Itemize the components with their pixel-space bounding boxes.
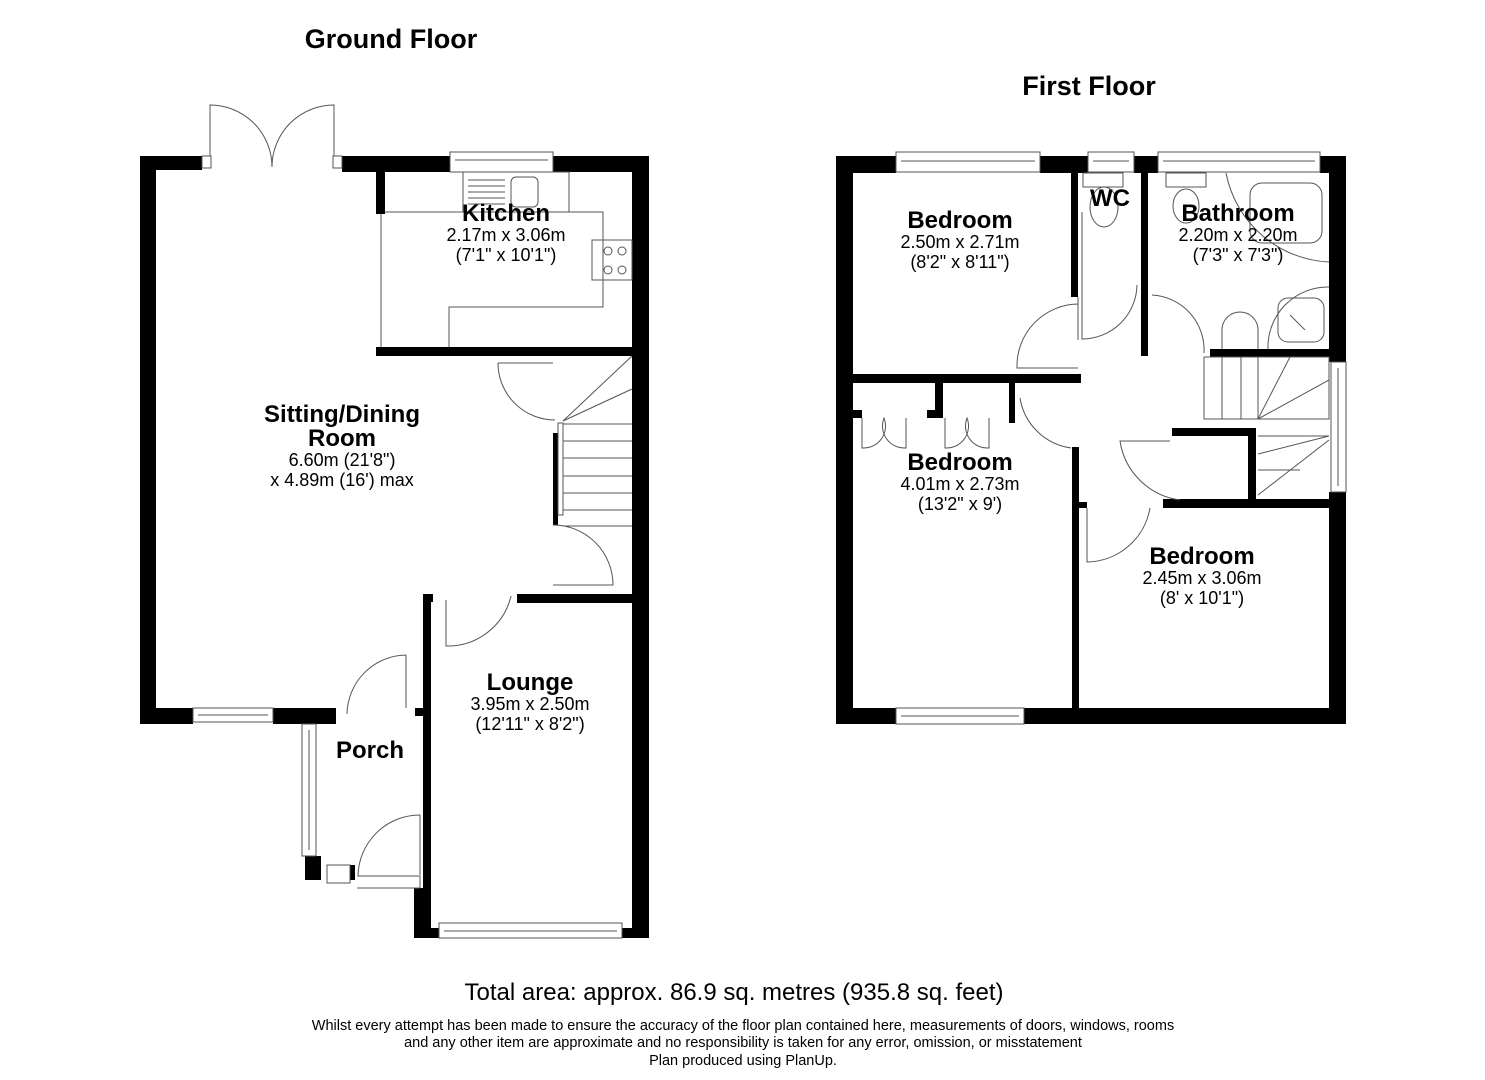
room-name: Bedroom xyxy=(907,207,1013,234)
room-dim-metric: 2.17m x 3.06m xyxy=(446,225,566,245)
room-dim-metric: 2.20m x 2.20m xyxy=(1178,225,1298,245)
room-label-bedroom-3: Bedroom 2.45m x 3.06m (8' x 10'1") xyxy=(1142,545,1261,609)
room-label-porch: Porch xyxy=(336,739,404,763)
disclaimer-line-3: Plan produced using PlanUp. xyxy=(649,1052,837,1069)
room-dim-metric: 6.60m (21'8") xyxy=(288,450,396,470)
room-label-bedroom-1: Bedroom 2.50m x 2.71m (8'2" x 8'11") xyxy=(900,209,1019,273)
room-dim-imperial: (8' x 10'1") xyxy=(1159,587,1245,608)
room-name: Bedroom xyxy=(907,449,1013,476)
ground-floor-plan xyxy=(140,104,649,939)
total-area: Total area: approx. 86.9 sq. metres (935… xyxy=(464,979,1004,1006)
room-dim-metric: 3.95m x 2.50m xyxy=(470,694,590,714)
toilet-icon xyxy=(1082,172,1124,228)
staircase-ground xyxy=(557,355,633,527)
first-floor-plan xyxy=(836,151,1347,725)
room-label-kitchen: Kitchen 2.17m x 3.06m (7'1" x 10'1") xyxy=(446,202,565,266)
room-dim-imperial: (7'3" x 7'3") xyxy=(1192,244,1284,265)
hob-icon xyxy=(591,239,633,281)
room-name: Kitchen xyxy=(461,200,550,227)
room-label-sitting-dining: Sitting/Dining Room 6.60m (21'8") x 4.89… xyxy=(264,403,420,491)
disclaimer: Whilst every attempt has been made to en… xyxy=(312,1018,1174,1070)
sink-icon xyxy=(468,176,539,208)
basin-icon xyxy=(1221,311,1259,349)
bathtub-icon xyxy=(1225,172,1330,263)
room-dim-imperial: (8'2" x 8'11") xyxy=(910,251,1010,272)
room-label-wc: WC xyxy=(1090,187,1130,211)
first-floor-title: First Floor xyxy=(1022,71,1156,101)
room-dim-metric: 2.50m x 2.71m xyxy=(900,232,1020,252)
room-name: WC xyxy=(1090,185,1130,212)
room-name: Sitting/Dining xyxy=(264,401,420,428)
room-name: Bedroom xyxy=(1149,543,1255,570)
room-dim-imperial: (7'1" x 10'1") xyxy=(455,244,557,265)
room-label-bathroom: Bathroom 2.20m x 2.20m (7'3" x 7'3") xyxy=(1178,202,1297,266)
room-label-bedroom-2: Bedroom 4.01m x 2.73m (13'2" x 9') xyxy=(900,451,1019,515)
room-dim-metric: 4.01m x 2.73m xyxy=(900,474,1020,494)
ground-floor-title: Ground Floor xyxy=(304,24,478,54)
room-label-lounge: Lounge 3.95m x 2.50m (12'11" x 8'2") xyxy=(470,671,589,735)
room-name: Porch xyxy=(335,737,405,764)
room-name-line2: Room xyxy=(308,425,376,452)
room-dim-imperial: (12'11" x 8'2") xyxy=(475,713,585,734)
staircase-first xyxy=(1203,356,1330,496)
room-dim-imperial: x 4.89m (16') max xyxy=(270,469,414,490)
room-name: Bathroom xyxy=(1181,200,1295,227)
disclaimer-line-1: Whilst every attempt has been made to en… xyxy=(311,1018,1175,1034)
shower-icon xyxy=(1267,286,1330,350)
room-dim-metric: 2.45m x 3.06m xyxy=(1142,568,1262,588)
room-name: Lounge xyxy=(486,669,574,696)
disclaimer-line-2: and any other item are approximate and n… xyxy=(404,1035,1082,1052)
bathroom-toilet-icon xyxy=(1165,172,1207,224)
room-dim-imperial: (13'2" x 9') xyxy=(917,493,1003,514)
